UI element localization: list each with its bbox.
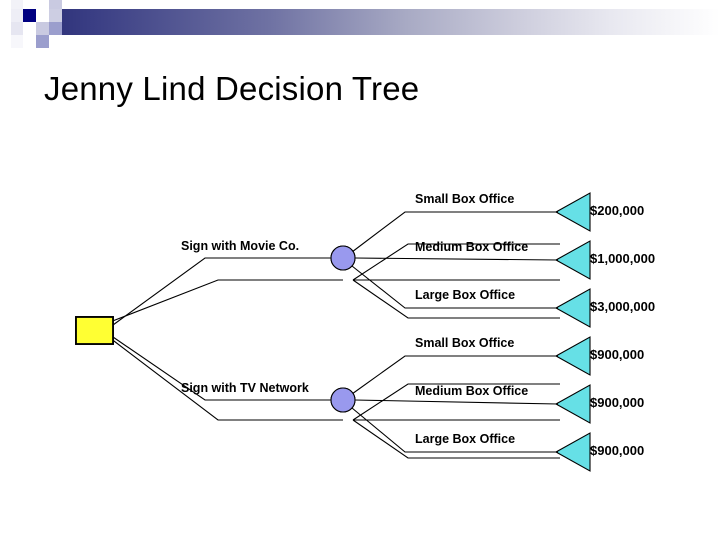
payoff-tv-large: $900,000 [590, 443, 645, 458]
edge-movie-large-line [351, 265, 558, 309]
edge-root-to-movie-line [112, 257, 331, 326]
outcome-label-movie-medium: Medium Box Office [415, 240, 529, 254]
payoff-tv-small: $900,000 [590, 347, 645, 362]
checker-square [36, 9, 49, 22]
edge-tv-large-line [351, 407, 558, 453]
header-gradient-bar [38, 9, 720, 35]
terminal-node-tv-small [554, 336, 591, 376]
chance-node-tv-overlay[interactable] [330, 387, 356, 413]
checker-square [11, 9, 23, 22]
edge-tv-small-line [351, 355, 558, 395]
tree-edges [109, 243, 560, 459]
checker-square [11, 35, 23, 48]
edge-root-to-tv-line [112, 336, 331, 401]
payoff-movie-medium: $1,000,000 [590, 251, 656, 266]
edge-tv-small [352, 383, 560, 421]
checker-square [36, 22, 49, 35]
checker-square [11, 22, 23, 35]
terminal-nodes [554, 192, 591, 472]
checker-square [49, 0, 62, 9]
checker-square [49, 9, 62, 22]
payoff-tv-medium: $900,000 [590, 395, 645, 410]
edge-root-to-movie [109, 279, 343, 323]
outcome-label-tv-large: Large Box Office [415, 432, 516, 446]
payoff-movie-large: $3,000,000 [590, 299, 656, 314]
edge-movie-medium-line [354, 257, 559, 261]
branch-label-sign-with-tv-network: Sign with TV Network [181, 381, 309, 395]
edge-movie-large [352, 279, 560, 319]
edge-movie-small [352, 243, 560, 281]
edge-root-to-tv [109, 337, 343, 421]
page-title: Jenny Lind Decision Tree [44, 70, 420, 107]
edge-tv-medium-line [354, 399, 559, 405]
outcome-label-movie-large: Large Box Office [415, 288, 516, 302]
outcome-label-movie-small: Small Box Office [415, 192, 515, 206]
checker-square [11, 0, 23, 9]
branch-label-sign-with-movie-co: Sign with Movie Co. [181, 239, 300, 253]
header-decoration [0, 0, 720, 52]
terminal-node-movie-medium [554, 240, 591, 280]
checker-square [36, 35, 49, 48]
edge-tv-large [352, 419, 560, 459]
checker-square [23, 35, 36, 48]
terminal-node-movie-large [554, 288, 591, 328]
edge-movie-small-line [351, 211, 558, 253]
terminal-node-movie-small [554, 192, 591, 232]
terminal-node-tv-medium [554, 384, 591, 424]
outcome-label-tv-medium: Medium Box Office [415, 384, 529, 398]
checker-square [23, 0, 36, 9]
chance-node-movie-overlay[interactable] [330, 245, 356, 271]
terminal-node-tv-large [554, 432, 591, 472]
checker-square [49, 22, 62, 35]
payoff-movie-small: $200,000 [590, 203, 645, 218]
checker-square [23, 22, 36, 35]
checker-square [36, 0, 49, 9]
outcome-label-tv-small: Small Box Office [415, 336, 515, 350]
checker-square [23, 9, 36, 22]
checker-square [49, 35, 62, 48]
decision-node-root-overlay[interactable] [75, 316, 114, 345]
